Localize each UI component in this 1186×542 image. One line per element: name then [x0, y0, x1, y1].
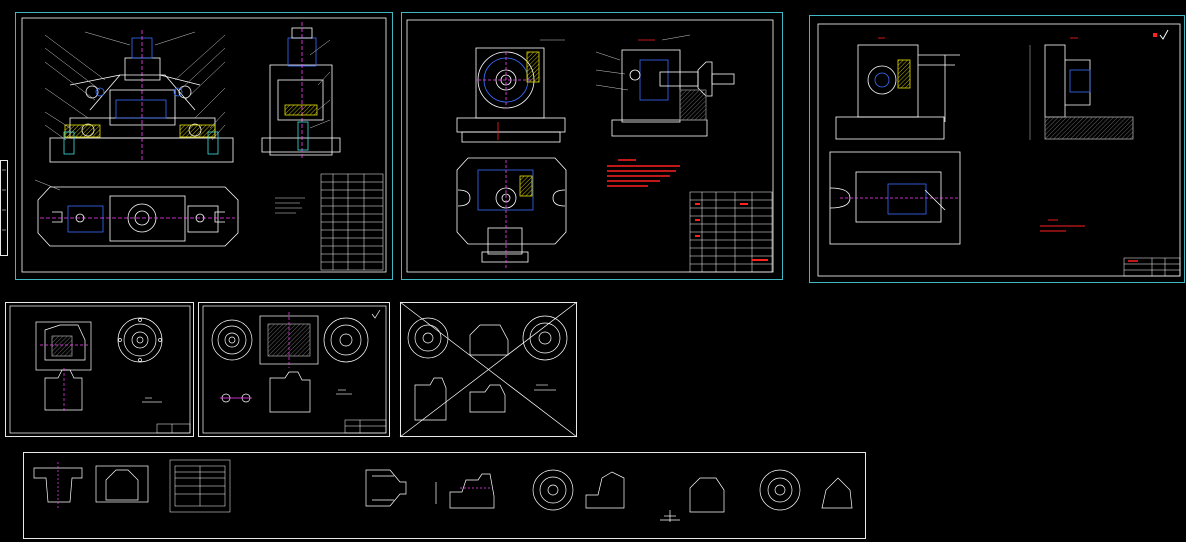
fixture-front-view-2: [456, 39, 566, 143]
sheet-5-drawings: [202, 305, 387, 434]
process-view-3: [365, 469, 437, 507]
drawing-sheet-4[interactable]: [5, 302, 194, 437]
fixture-side-view: [261, 22, 341, 160]
fixture-front-view: [49, 30, 234, 163]
cross-out-line-2: [399, 301, 578, 438]
process-view-7: [759, 469, 853, 511]
fixture-side-view-3: [1029, 37, 1134, 140]
fixture-front-view-3: [835, 37, 960, 140]
roughness-check-icon-5: [371, 309, 381, 319]
fixture-plan-view: [34, 179, 239, 247]
sheet-7-drawings: [33, 459, 853, 522]
leader-lines-front: [44, 31, 226, 141]
sheet-1-drawings: [21, 17, 387, 273]
fixture-side-view-knob: [595, 34, 735, 137]
roughness-check-icon: [1159, 29, 1169, 40]
title-block-sheet-4: [156, 423, 191, 434]
parts-list-table-sheet-2: [689, 191, 773, 273]
drawing-sheet-7[interactable]: [23, 452, 866, 539]
red-technical-notes: [607, 159, 680, 187]
sheet-4-drawings: [9, 305, 191, 434]
sheet-2-drawings: [406, 19, 774, 273]
drawing-sheet-3[interactable]: [809, 15, 1185, 283]
sheet-6-drawings: [399, 301, 578, 438]
process-view-1: [33, 462, 83, 508]
process-view-5: [532, 469, 625, 511]
housing-side-view: [44, 368, 83, 412]
partial-sheet-content: [2, 169, 6, 231]
title-block-sheet-5: [344, 419, 387, 434]
process-view-2: [95, 465, 149, 503]
red-notes-sheet-3: [1040, 219, 1085, 232]
housing-section-view: [35, 321, 92, 371]
partial-sheet-left-edge[interactable]: [0, 160, 8, 256]
technical-notes-sheet-1: [275, 197, 305, 214]
drawing-sheet-1[interactable]: [15, 12, 393, 280]
fixture-plan-view-3: [829, 151, 961, 245]
sheet-3-drawings: [817, 23, 1181, 277]
housing-section-view-5: [259, 312, 319, 368]
drawing-sheet-5[interactable]: [198, 302, 390, 437]
parts-list-table-sheet-1: [320, 173, 384, 271]
process-card-table: [169, 459, 231, 513]
red-marker: [1153, 33, 1157, 37]
fixture-plan-view-2: [456, 157, 567, 268]
process-view-4: [449, 473, 495, 509]
drawing-sheet-6[interactable]: [400, 302, 577, 437]
title-block-sheet-3: [1123, 257, 1181, 277]
flange-circular-view-5a: [211, 319, 253, 361]
drawing-sheet-2[interactable]: [401, 12, 783, 280]
housing-side-view-5: [220, 371, 311, 413]
flange-circular-view: [117, 317, 163, 363]
process-view-6: [660, 477, 725, 522]
flange-circular-view-5b: [323, 317, 369, 363]
